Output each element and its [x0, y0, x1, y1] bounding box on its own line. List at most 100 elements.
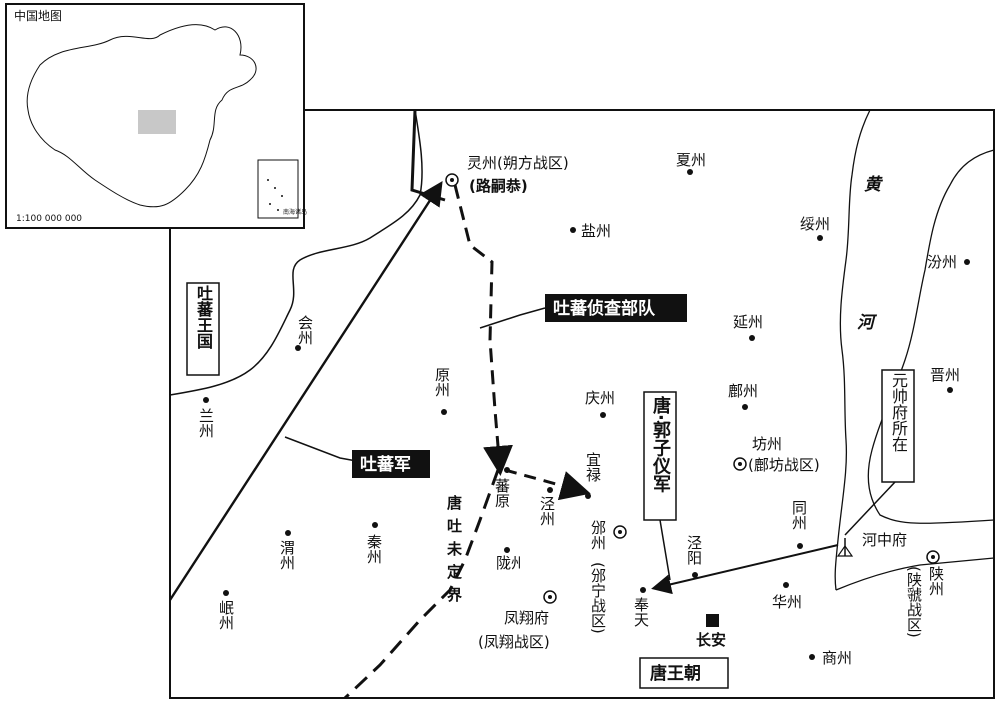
label-jingyang-wrap: 泾阳 — [685, 535, 703, 565]
label-weizhou: 渭州 — [278, 540, 296, 570]
guo-ziyi-box — [643, 391, 677, 521]
inset-south-sea-label: 南海诸岛 — [283, 208, 307, 216]
marker-yanzhou — [570, 227, 576, 233]
label-jingzhou: 泾州 — [538, 496, 556, 526]
label-weizhou-wrap: 渭州 — [278, 540, 296, 570]
marker-yanzhou2 — [749, 335, 755, 341]
label-binzhou: 邠州 — [589, 520, 607, 550]
label-fengtian: 奉天 — [632, 597, 650, 627]
tubo-army-box — [352, 450, 430, 478]
yuanshuai-leader-line — [844, 481, 896, 536]
label-huizhou-wrap: 会州 — [296, 315, 314, 345]
label-longzhou-wrap: 陇州 — [496, 554, 520, 572]
guo-ziyi-wrap: 唐·郭子仪军 — [650, 396, 671, 493]
label-qinzhou-wrap: 秦州 — [365, 534, 383, 564]
marker-hezhong-flag — [836, 538, 854, 557]
marker-binzhou — [613, 525, 627, 539]
label-jingyang: 泾阳 — [685, 535, 703, 565]
marker-suizhou — [817, 235, 823, 241]
label-hezhong: 河中府 — [862, 531, 907, 549]
marker-minzhou — [223, 590, 229, 596]
yellow-river-west-bank — [834, 109, 871, 591]
label-tongzhou: 同州 — [790, 500, 808, 530]
tang-dynasty-label: 唐王朝 — [650, 663, 701, 684]
label-river-he: 河 — [857, 313, 878, 333]
label-yilu: 宜禄 — [584, 452, 602, 482]
guo-ziyi-route — [651, 544, 839, 595]
marker-jinzhou — [947, 387, 953, 393]
yuanshuai-label: 元帅府所在 — [889, 372, 908, 452]
label-qingzhou: 庆州 — [585, 389, 615, 407]
marker-lanzhou — [203, 397, 209, 403]
tubo-scouts-route — [453, 184, 513, 476]
label-jingzhou-spacer — [540, 495, 564, 535]
yellow-river-east-bank — [867, 149, 995, 524]
marker-qinzhou — [372, 522, 378, 528]
label-shangzhou: 商州 — [822, 649, 852, 667]
tang-dynasty-box — [639, 657, 729, 689]
label-lingzhou: 灵州(朔方战区) — [467, 154, 569, 172]
label-jinzhou: 晋州 — [930, 366, 960, 384]
tubo-kingdom-box — [186, 282, 220, 376]
main-map-frame — [169, 109, 995, 699]
label-fenzhou: 汾州 — [927, 253, 957, 271]
label-yanzhou2: 延州 — [733, 313, 763, 331]
label-changan: 长安 — [696, 631, 726, 649]
label-qinzhou: 秦州 — [365, 534, 383, 564]
label-fuzhou: 鄜州 — [728, 382, 758, 400]
yuanshuai-box — [881, 369, 915, 483]
marker-huizhou — [295, 345, 301, 351]
marker-jingzhou — [547, 487, 553, 493]
label-yuanzhou: 原州 — [433, 367, 451, 397]
marker-yilu — [585, 493, 591, 499]
marker-huazhou — [783, 582, 789, 588]
label-minzhou: 岷州 — [217, 600, 235, 630]
inset-south-sea-box — [257, 159, 299, 219]
label-lanzhou: 兰州 — [197, 408, 215, 438]
yellow-river-south-bank — [835, 557, 995, 591]
marker-fengtian — [640, 587, 646, 593]
marker-changan — [706, 614, 719, 627]
marker-shanzhou — [926, 550, 940, 564]
tubo-scouts-label: 吐蕃侦查部队 — [553, 298, 656, 319]
marker-xiazhou — [687, 169, 693, 175]
guo-ziyi-leader-line — [659, 519, 671, 581]
inset-scale: 1:100 000 000 — [16, 214, 82, 224]
marker-jingyang — [692, 572, 698, 578]
label-fengxiang: 凤翔府 — [504, 609, 549, 627]
inset-south-sea-islands — [267, 179, 283, 211]
label-shanguo-wrap: (陕虢战区) — [905, 566, 923, 638]
label-lanzhou-wrap: 兰州 — [197, 408, 215, 438]
label-shanzhou: 陕州 — [927, 566, 945, 596]
marker-fuzhou — [742, 404, 748, 410]
label-yanzhou: 盐州 — [581, 222, 611, 240]
marker-fengxiang — [543, 590, 557, 604]
label-border: 唐吐未定界 — [445, 495, 463, 610]
scouts-leader-line — [479, 307, 546, 329]
marker-longzhou — [504, 547, 510, 553]
label-fanyuan: 蕃原 — [493, 478, 511, 508]
fanyuan-yilu-route — [504, 468, 591, 501]
inset-title: 中国地图 — [14, 8, 62, 23]
label-suizhou: 绥州 — [800, 215, 830, 233]
label-binzhou-wrap: 邠州 — [589, 520, 607, 550]
marker-qingzhou — [600, 412, 606, 418]
tubo-kingdom-label: 吐蕃王国 — [194, 285, 213, 349]
marker-fangzhou — [733, 457, 747, 471]
label-fanyuan-wrap: 蕃原 — [493, 478, 511, 508]
label-fangzhou: 坊州 — [752, 435, 782, 453]
label-border-wrap: 唐吐未定界 — [445, 495, 463, 610]
label-lusigong: (路嗣恭) — [469, 177, 528, 195]
marker-lingzhou — [445, 173, 459, 187]
label-minzhou-wrap: 岷州 — [217, 600, 235, 630]
label-fengxiang-zone: (凤翔战区) — [478, 633, 550, 651]
marker-tongzhou — [797, 543, 803, 549]
label-huizhou: 会州 — [296, 315, 314, 345]
label-tongzhou-wrap: 同州 — [790, 500, 808, 530]
tubo-scouts-box — [545, 294, 687, 322]
label-huazhou: 华州 — [772, 593, 802, 611]
marker-fanyuan — [504, 467, 510, 473]
label-jingzhou-wrap: 泾州 — [538, 496, 556, 526]
label-longzhou: 陇州 — [496, 554, 520, 572]
label-xiazhou: 夏州 — [676, 151, 706, 169]
